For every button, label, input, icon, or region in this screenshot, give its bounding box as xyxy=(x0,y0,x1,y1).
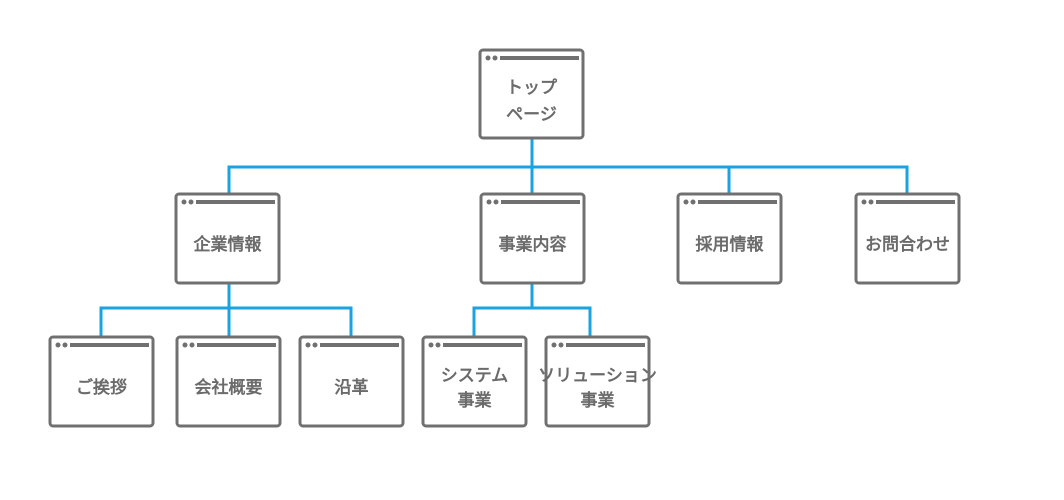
browser-window-icon xyxy=(182,342,276,348)
node-recruit: 採用情報 xyxy=(676,192,783,285)
connector-top-to-level2 xyxy=(227,137,909,196)
browser-window-icon xyxy=(428,342,522,348)
node-label: 事業 xyxy=(581,390,615,411)
node-system-business: システム 事業 xyxy=(421,335,528,428)
node-label: 会社概要 xyxy=(195,377,263,398)
node-label: システム xyxy=(441,366,509,386)
node-company-info: 企業情報 xyxy=(174,192,281,285)
node-solution-business: ソリューション 事業 xyxy=(538,335,657,428)
node-top-page: トップ ページ xyxy=(478,48,585,140)
browser-window-icon xyxy=(486,199,580,205)
node-label: 沿革 xyxy=(335,377,369,398)
node-label: トップ xyxy=(506,77,558,98)
node-label: お問合わせ xyxy=(865,234,950,255)
connector-business-to-children xyxy=(472,282,592,338)
node-label: ページ xyxy=(506,105,557,125)
browser-window-icon xyxy=(683,199,777,205)
browser-window-icon xyxy=(305,342,399,348)
node-label: ご挨拶 xyxy=(76,377,127,398)
browser-window-icon xyxy=(485,55,579,61)
browser-window-icon xyxy=(55,342,149,348)
node-company-overview: 会社概要 xyxy=(175,335,282,428)
node-label: 事業内容 xyxy=(499,234,567,255)
node-greeting: ご挨拶 xyxy=(48,335,155,428)
connector-company-to-children xyxy=(99,282,353,338)
node-contact: お問合わせ xyxy=(854,192,961,285)
browser-window-icon xyxy=(181,199,275,205)
node-label: 企業情報 xyxy=(193,234,263,255)
node-label: ソリューション xyxy=(538,366,657,386)
node-history: 沿革 xyxy=(298,335,405,428)
browser-window-icon xyxy=(551,342,645,348)
browser-window-icon xyxy=(861,199,955,205)
node-label: 事業 xyxy=(458,390,492,411)
node-label: 採用情報 xyxy=(696,234,765,255)
node-business: 事業内容 xyxy=(479,192,586,285)
connector-lines xyxy=(99,137,909,338)
